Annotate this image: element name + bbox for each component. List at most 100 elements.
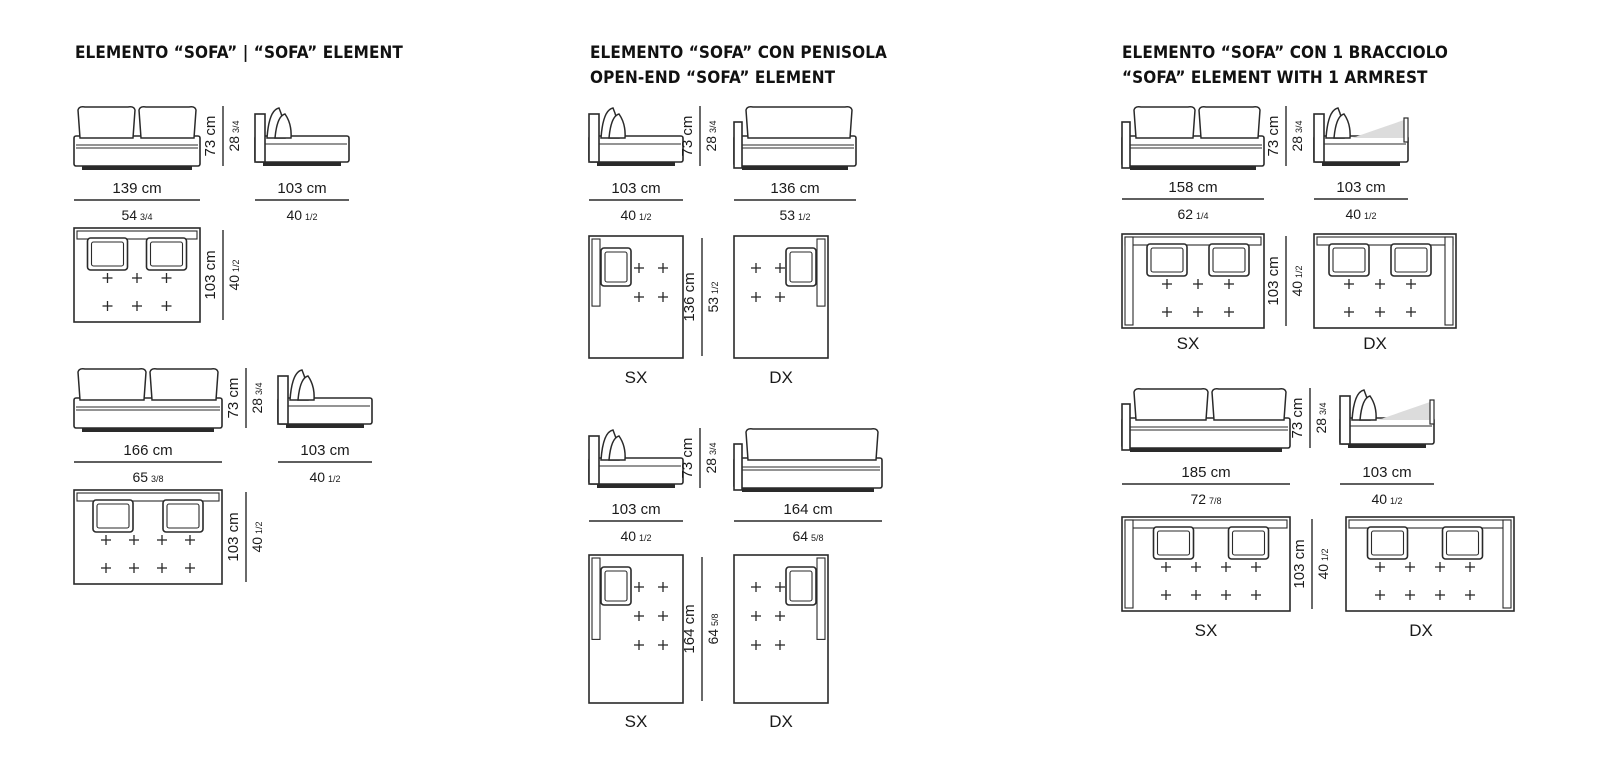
sofa1-height-inch-fraction: 3/4 [231, 120, 241, 133]
backrest [277, 375, 289, 425]
plinth [286, 424, 364, 428]
armrest-plan [1124, 236, 1134, 326]
oe2-height-cm: 73 cm [679, 438, 696, 479]
sofa1-plan-depth-inch-whole: 40 [226, 275, 242, 291]
sofa1-plan-depth-inch-fraction: 1/2 [231, 259, 241, 272]
title-open-end-line2: OPEN-END “SOFA” ELEMENT [590, 68, 836, 88]
sofa2-width-cm: 166 cm [123, 442, 172, 459]
ar2-label-dx: DX [1409, 621, 1433, 640]
oe1-width-inch-whole: 53 [779, 207, 795, 223]
ar2-width-cm: 185 cm [1181, 464, 1230, 481]
ar2-depth-inch-whole: 40 [1371, 491, 1387, 507]
sofa1-width-cm: 139 cm [112, 180, 161, 197]
cushion-inner [1212, 247, 1246, 273]
sofa2-plan-depth-inch-fraction: 1/2 [254, 521, 264, 534]
sofa2-depth-inch-fraction: 1/2 [328, 474, 341, 484]
oe2-plan-length-inch-fraction: 5/8 [710, 613, 720, 626]
back-cushion [1198, 106, 1261, 139]
backrest-plan [591, 238, 601, 307]
ar2-plan-depth-cm: 103 cm [1291, 539, 1308, 588]
sofa2-height-cm: 73 cm [225, 378, 242, 419]
armrest [1121, 403, 1131, 451]
backrest-plan [76, 230, 198, 240]
cushion-inner [1150, 247, 1184, 273]
back-cushion [1333, 113, 1351, 139]
ar2-height-inch-fraction: 3/4 [1318, 402, 1328, 415]
backrest-plan [76, 492, 220, 502]
ar2-depth-inch-fraction: 1/2 [1390, 496, 1403, 506]
oe2-plan-length-inch: 645/8 [705, 613, 721, 644]
plinth [1130, 166, 1256, 170]
sofa1-width-inch-fraction: 3/4 [140, 212, 153, 222]
plinth [82, 428, 214, 432]
oe2-height-inch: 283/4 [703, 442, 719, 473]
sofa1-height-inch-whole: 28 [226, 136, 242, 152]
oe1-label-dx: DX [769, 368, 793, 387]
plinth [1322, 162, 1400, 166]
cushion-inner [90, 241, 125, 267]
oe1-width-inch-fraction: 1/2 [798, 212, 811, 222]
armrest-plan [1124, 519, 1134, 609]
sofa-base [1339, 417, 1435, 445]
back-cushion [608, 435, 626, 461]
oe1-height-cm: 73 cm [679, 116, 696, 157]
ar1-depth-inch-whole: 40 [1345, 206, 1361, 222]
ar2-plan-depth-inch-fraction: 1/2 [1320, 548, 1330, 561]
ar1-plan-depth-inch-fraction: 1/2 [1294, 265, 1304, 278]
back-cushion [77, 368, 147, 401]
cushion-inner [1445, 530, 1480, 556]
oe1-height-inch-whole: 28 [703, 136, 719, 152]
oe1-depth-inch-fraction: 1/2 [639, 212, 652, 222]
backrest-plan [816, 238, 826, 307]
back-cushion [77, 106, 136, 139]
sofa1-plan-depth-inch: 401/2 [226, 259, 242, 290]
oe2-label-dx: DX [769, 712, 793, 731]
cushion-inner [789, 570, 813, 602]
sofa-base [277, 397, 373, 425]
cushion-inner [96, 503, 130, 529]
cushion-inner [149, 241, 184, 267]
armrest [1403, 117, 1409, 143]
sofa-base [1313, 135, 1409, 163]
sofa-base [588, 457, 684, 485]
back-cushion [1211, 388, 1287, 421]
cushion-inner [1332, 247, 1366, 273]
cushion-inner [166, 503, 200, 529]
ar1-width-inch-whole: 62 [1177, 206, 1193, 222]
plinth [263, 162, 341, 166]
oe2-plan-length-cm: 164 cm [681, 604, 698, 653]
sofa1-depth-cm: 103 cm [277, 180, 326, 197]
sofa2-height-inch-whole: 28 [249, 398, 265, 414]
cushion-inner [1370, 530, 1405, 556]
back-cushion [138, 106, 197, 139]
oe1-plan-length-cm: 136 cm [681, 272, 698, 321]
sofa-base [588, 135, 684, 163]
back-cushion [745, 428, 879, 461]
back-cushion [297, 375, 315, 401]
oe2-plan-length-inch-whole: 64 [705, 629, 721, 645]
oe2-height-inch-fraction: 3/4 [708, 442, 718, 455]
ar1-width-inch-fraction: 1/4 [1196, 211, 1209, 221]
cushion-inner [789, 251, 813, 283]
plinth [597, 484, 675, 488]
oe2-depth-inch-fraction: 1/2 [639, 533, 652, 543]
oe2-label-sx: SX [625, 712, 648, 731]
sofa-base [733, 135, 857, 167]
sofa-base [73, 135, 201, 167]
ar1-height-inch-whole: 28 [1289, 136, 1305, 152]
back-cushion [1133, 388, 1209, 421]
ar2-depth-cm: 103 cm [1362, 464, 1411, 481]
backrest [254, 113, 266, 163]
sofa1-depth-inch-whole: 40 [286, 207, 302, 223]
